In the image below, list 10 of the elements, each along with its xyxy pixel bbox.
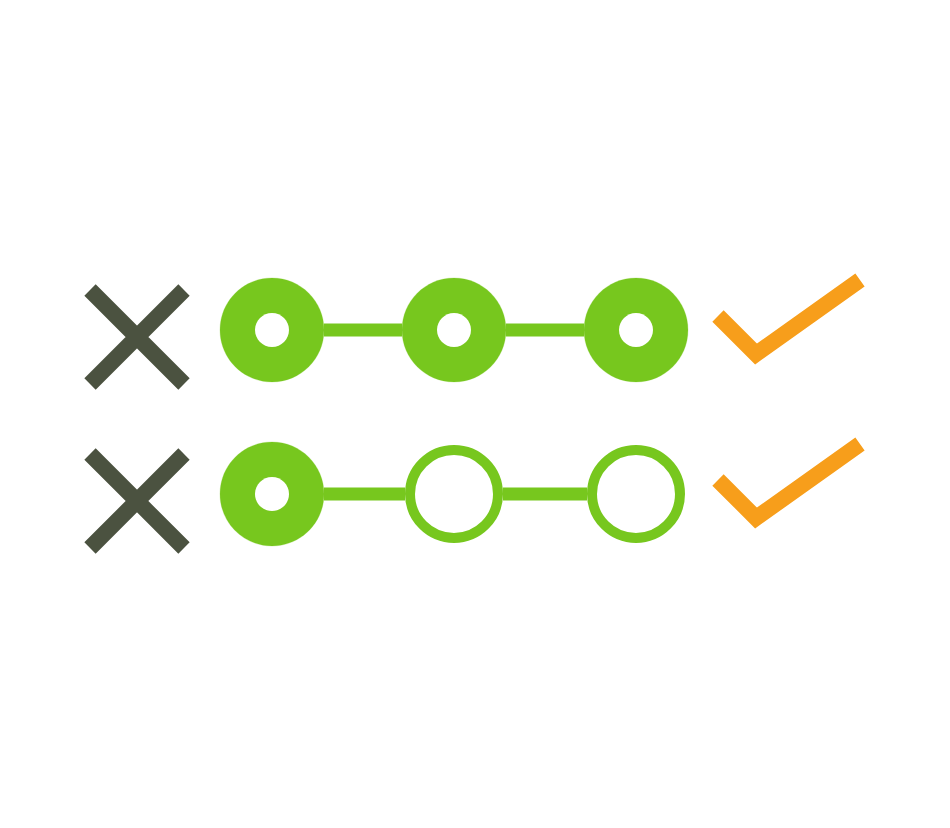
connector-line <box>506 323 584 337</box>
connector-line <box>324 323 402 337</box>
connector-line <box>324 487 405 501</box>
filled-circle <box>583 277 689 383</box>
filled-circle <box>219 441 325 547</box>
filled-circle <box>219 277 325 383</box>
hollow-circle <box>587 444 685 543</box>
filled-circle <box>401 277 507 383</box>
hollow-circle <box>405 444 503 543</box>
connector-line <box>503 487 587 501</box>
